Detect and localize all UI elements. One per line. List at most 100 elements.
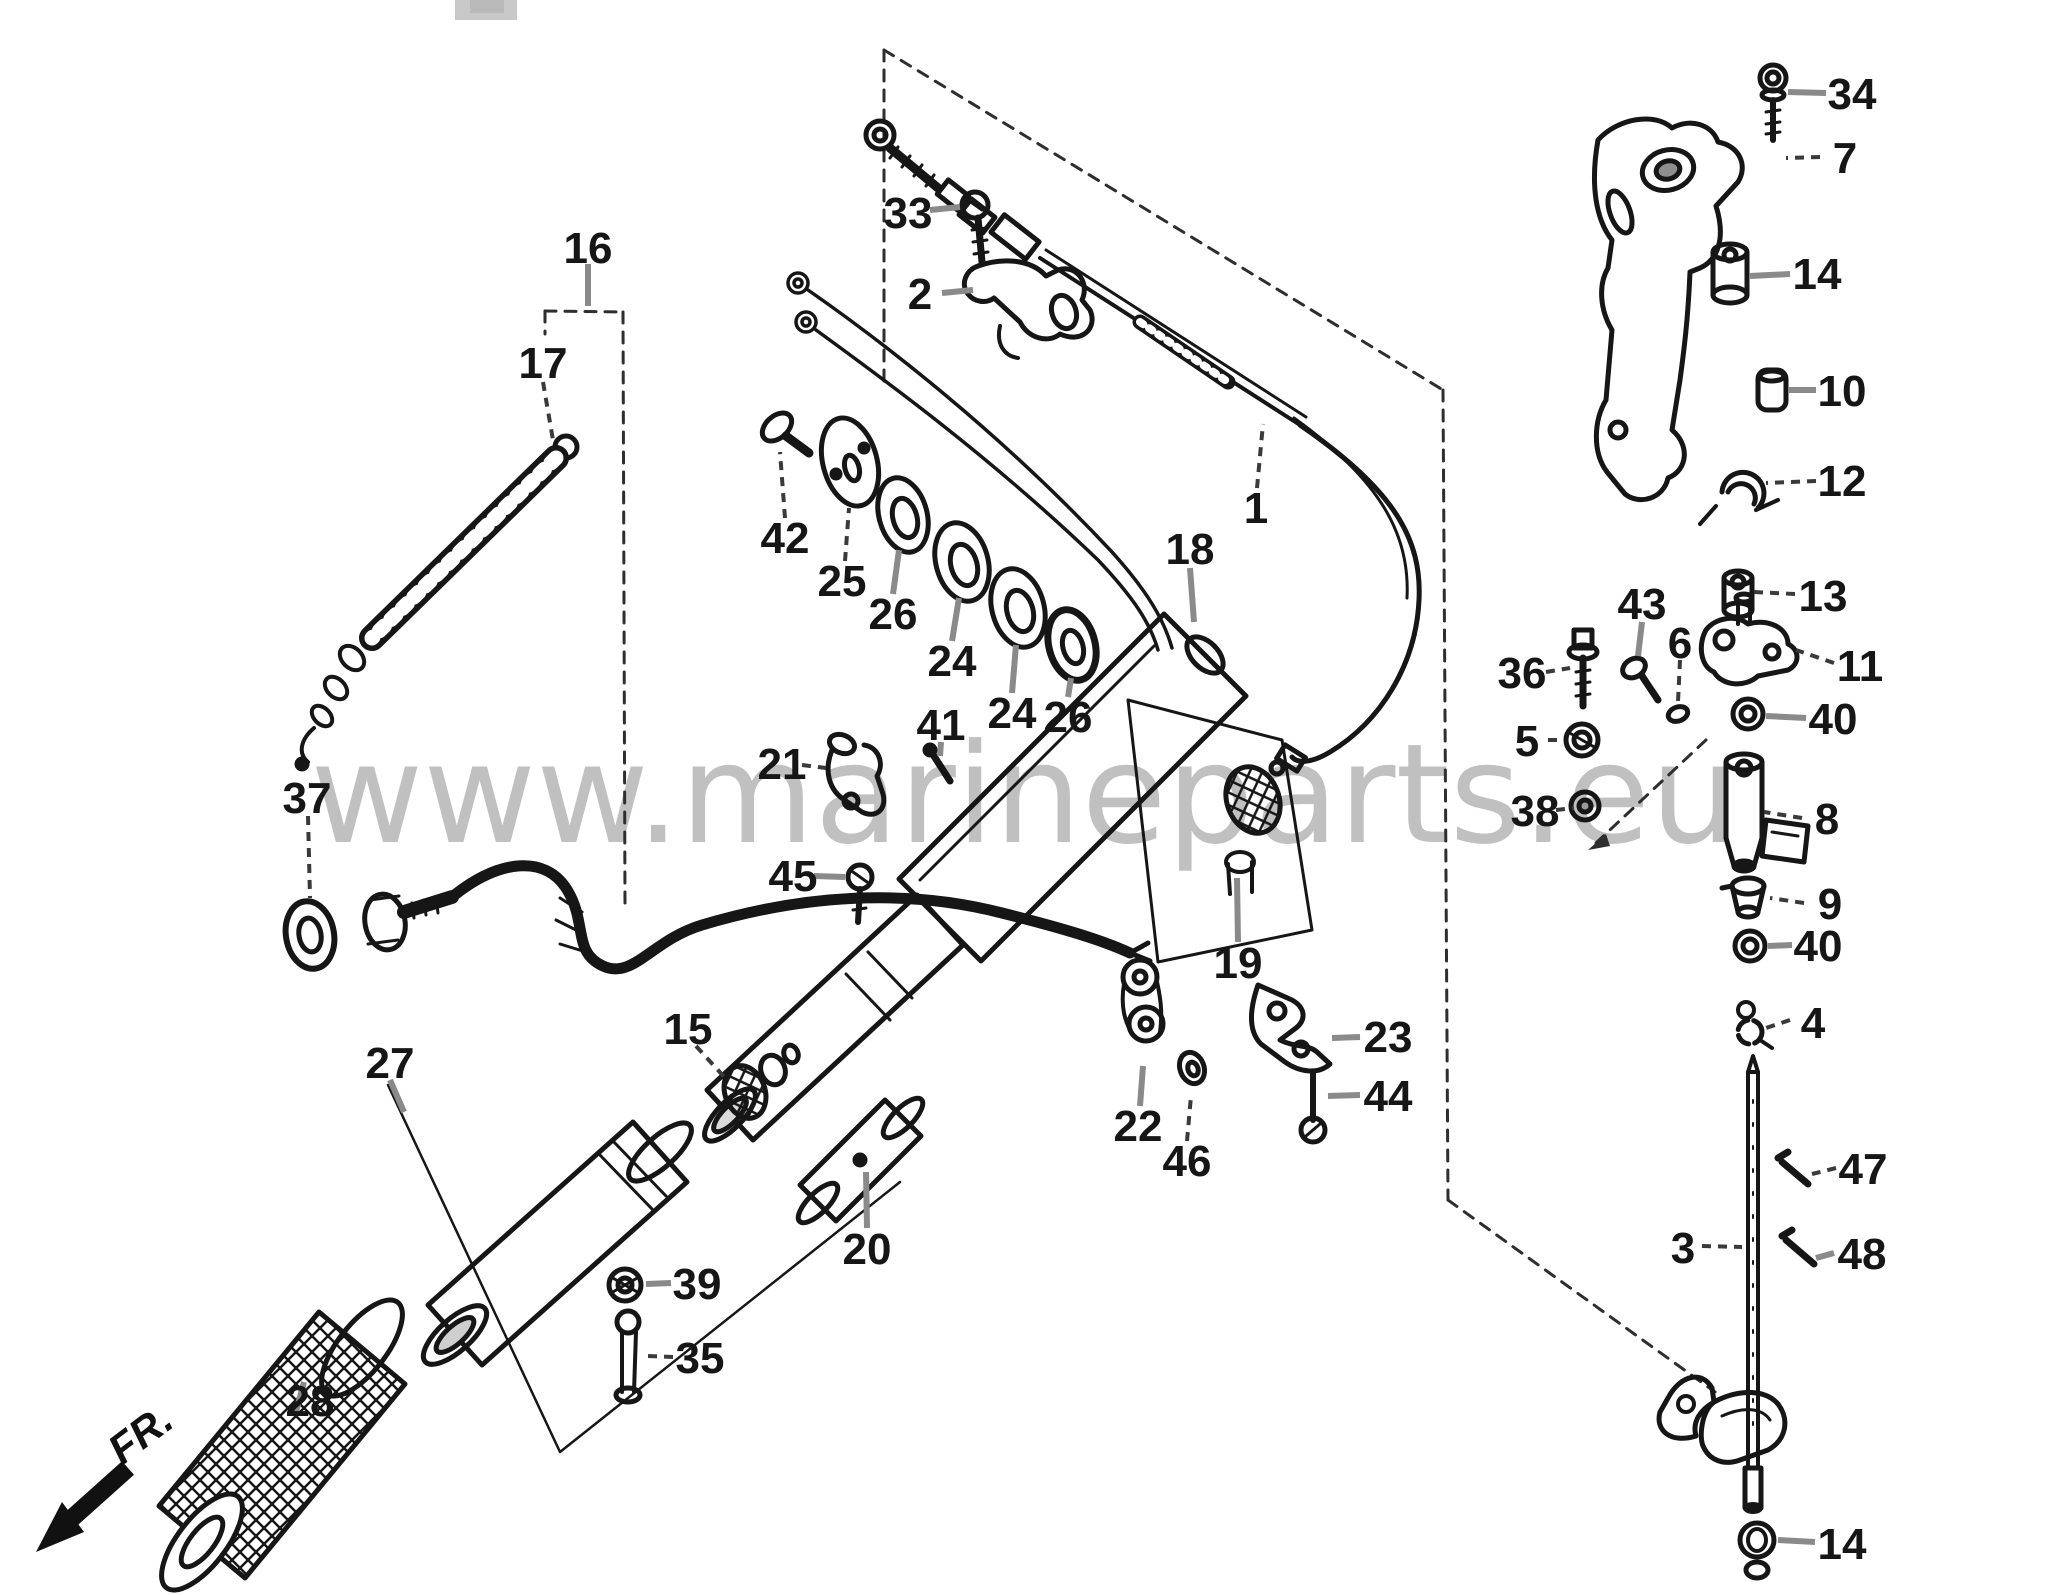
leader-line-47	[1811, 1166, 1837, 1176]
leader-line-40	[1765, 713, 1807, 721]
leader-line-45	[813, 873, 846, 880]
part-label-15: 15	[664, 1005, 713, 1054]
bracket-23-art	[1249, 982, 1333, 1145]
diagram-art	[156, 48, 1818, 1593]
group-boundary-lines	[543, 48, 1717, 1394]
grip-mount-cone-art	[721, 1042, 801, 1121]
pivot-bolt-group-art	[1563, 627, 1691, 823]
part-label-2: 2	[908, 270, 932, 319]
shift-rod-3-art	[1656, 1054, 1818, 1581]
part-label-5: 5	[1515, 717, 1539, 766]
panel-19-art	[1126, 698, 1314, 964]
leader-line-26	[1065, 677, 1074, 698]
leader-line-48	[1815, 1250, 1835, 1261]
part-label-22: 22	[1114, 1102, 1163, 1151]
friction-spring-art	[294, 433, 580, 772]
leader-line-27	[387, 1078, 407, 1114]
part-label-6: 6	[1668, 619, 1692, 668]
leader-line-41	[937, 741, 944, 757]
swivel-8-art	[1723, 751, 1811, 874]
leader-line-17	[541, 381, 555, 441]
leader-line-43	[1635, 621, 1645, 657]
part-label-11: 11	[1837, 642, 1884, 691]
leader-line-22	[1137, 1065, 1146, 1107]
part-label-45: 45	[769, 852, 818, 901]
leader-line-42	[778, 451, 787, 519]
part-label-20: 20	[843, 1225, 892, 1274]
shift-joint-art	[1120, 957, 1208, 1087]
handle-housing-art	[702, 611, 1249, 1144]
collar-14-art	[1710, 241, 1750, 306]
part-label-46: 46	[1163, 1137, 1212, 1186]
part-label-26: 26	[869, 590, 918, 639]
leader-line-24	[1009, 644, 1019, 694]
leader-line-40	[1767, 942, 1793, 949]
front-direction-label: FR.	[99, 1395, 181, 1473]
front-tube-art	[386, 1083, 902, 1454]
part-label-48: 48	[1838, 1230, 1887, 1279]
cable-clamp-2-art	[961, 258, 1095, 360]
part-label-36: 36	[1498, 649, 1547, 698]
boundary-arrowhead	[1588, 834, 1610, 850]
part-label-47: 47	[1839, 1145, 1888, 1194]
grommet-10-art	[1755, 367, 1789, 413]
part-label-28: 28	[286, 1377, 335, 1426]
leader-line-35	[646, 1354, 674, 1359]
leader-lines	[293, 89, 1837, 1545]
part-label-34: 34	[1828, 70, 1877, 119]
part-label-3: 3	[1671, 1224, 1695, 1273]
shift-lever-art	[282, 860, 1153, 975]
small-fasteners-art	[606, 1266, 644, 1405]
part-label-18: 18	[1166, 525, 1215, 574]
part-label-40: 40	[1809, 695, 1858, 744]
leader-line-1	[1255, 423, 1265, 489]
front-direction-marker: FR.	[36, 1395, 181, 1552]
part-label-39: 39	[673, 1260, 722, 1309]
bearing-stack-art	[759, 410, 1100, 684]
part-label-24: 24	[988, 689, 1037, 738]
leader-line-33	[929, 204, 961, 213]
leader-line-36	[1545, 666, 1571, 674]
part-label-14: 14	[1793, 250, 1842, 299]
leader-line-7	[1785, 155, 1821, 160]
lever-11-art	[1698, 591, 1800, 732]
part-label-42: 42	[761, 514, 810, 563]
part-label-23: 23	[1364, 1013, 1413, 1062]
leader-line-3	[1701, 1244, 1743, 1249]
part-label-9: 9	[1818, 880, 1842, 929]
leader-line-2	[941, 287, 974, 296]
part-label-26: 26	[1044, 693, 1093, 742]
bolt-34-art	[1757, 62, 1789, 143]
leader-line-14	[1749, 271, 1791, 279]
leader-line-37	[306, 815, 312, 899]
clip-12-art	[1698, 469, 1780, 526]
leader-line-15	[694, 1044, 729, 1082]
rod-20-art	[795, 1095, 926, 1226]
part-label-7: 7	[1833, 134, 1857, 183]
leader-line-20	[863, 1171, 870, 1229]
part-label-13: 13	[1799, 572, 1848, 621]
leader-line-23	[1331, 1034, 1361, 1041]
leader-line-39	[645, 1280, 672, 1287]
part-label-16: 16	[564, 224, 613, 273]
part-label-35: 35	[676, 1334, 725, 1383]
leader-line-11	[1795, 648, 1835, 665]
leader-line-12	[1765, 479, 1817, 485]
part-label-24: 24	[928, 637, 977, 686]
leader-line-26	[890, 549, 902, 595]
leader-line-28	[293, 1381, 307, 1413]
bracket-7-art	[1591, 116, 1745, 503]
part-label-43: 43	[1618, 580, 1667, 629]
part-label-21: 21	[758, 740, 807, 789]
part-label-4: 4	[1801, 999, 1826, 1048]
grip-art	[156, 1297, 408, 1593]
leader-line-6	[1676, 659, 1682, 703]
leader-line-38	[1555, 806, 1575, 812]
part-label-1: 1	[1244, 484, 1268, 533]
leader-line-14	[1777, 1537, 1816, 1545]
part-label-44: 44	[1364, 1072, 1413, 1121]
leader-line-34	[1787, 89, 1827, 96]
leader-line-19	[1234, 877, 1241, 943]
part-label-40: 40	[1794, 922, 1843, 971]
